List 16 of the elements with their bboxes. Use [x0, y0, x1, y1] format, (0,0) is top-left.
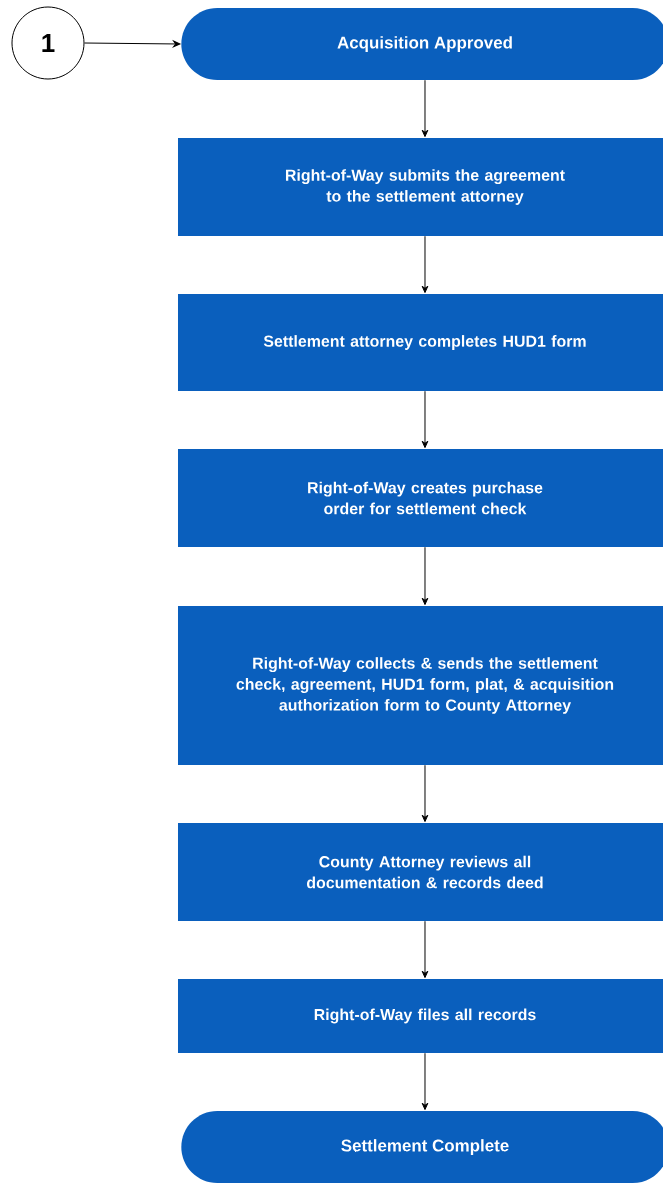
process-box: County Attorney reviews all documentation & records deed	[178, 823, 663, 921]
arrow	[421, 1052, 429, 1111]
arrow	[421, 764, 429, 823]
process-box: Settlement attorney completes HUD1 form	[178, 294, 663, 391]
arrow	[421, 390, 429, 449]
process-box: Right-of-Way collects & sends the settlement check, agreement, HUD1 form, plat, & acquisition authorization form to County Attorney	[178, 606, 663, 765]
process-box: Right-of-Way files all records	[178, 979, 663, 1053]
terminal-box: Acquisition Approved	[181, 8, 663, 80]
arrow	[84, 40, 181, 48]
process-box: Right-of-Way creates purchase order for settlement check	[178, 449, 663, 547]
arrow	[421, 79, 429, 138]
process-box: Right-of-Way submits the agreement to the settlement attorney	[178, 138, 663, 236]
terminal-box: Settlement Complete	[181, 1111, 663, 1183]
arrow	[421, 235, 429, 294]
arrow	[421, 546, 429, 606]
arrow	[421, 920, 429, 979]
